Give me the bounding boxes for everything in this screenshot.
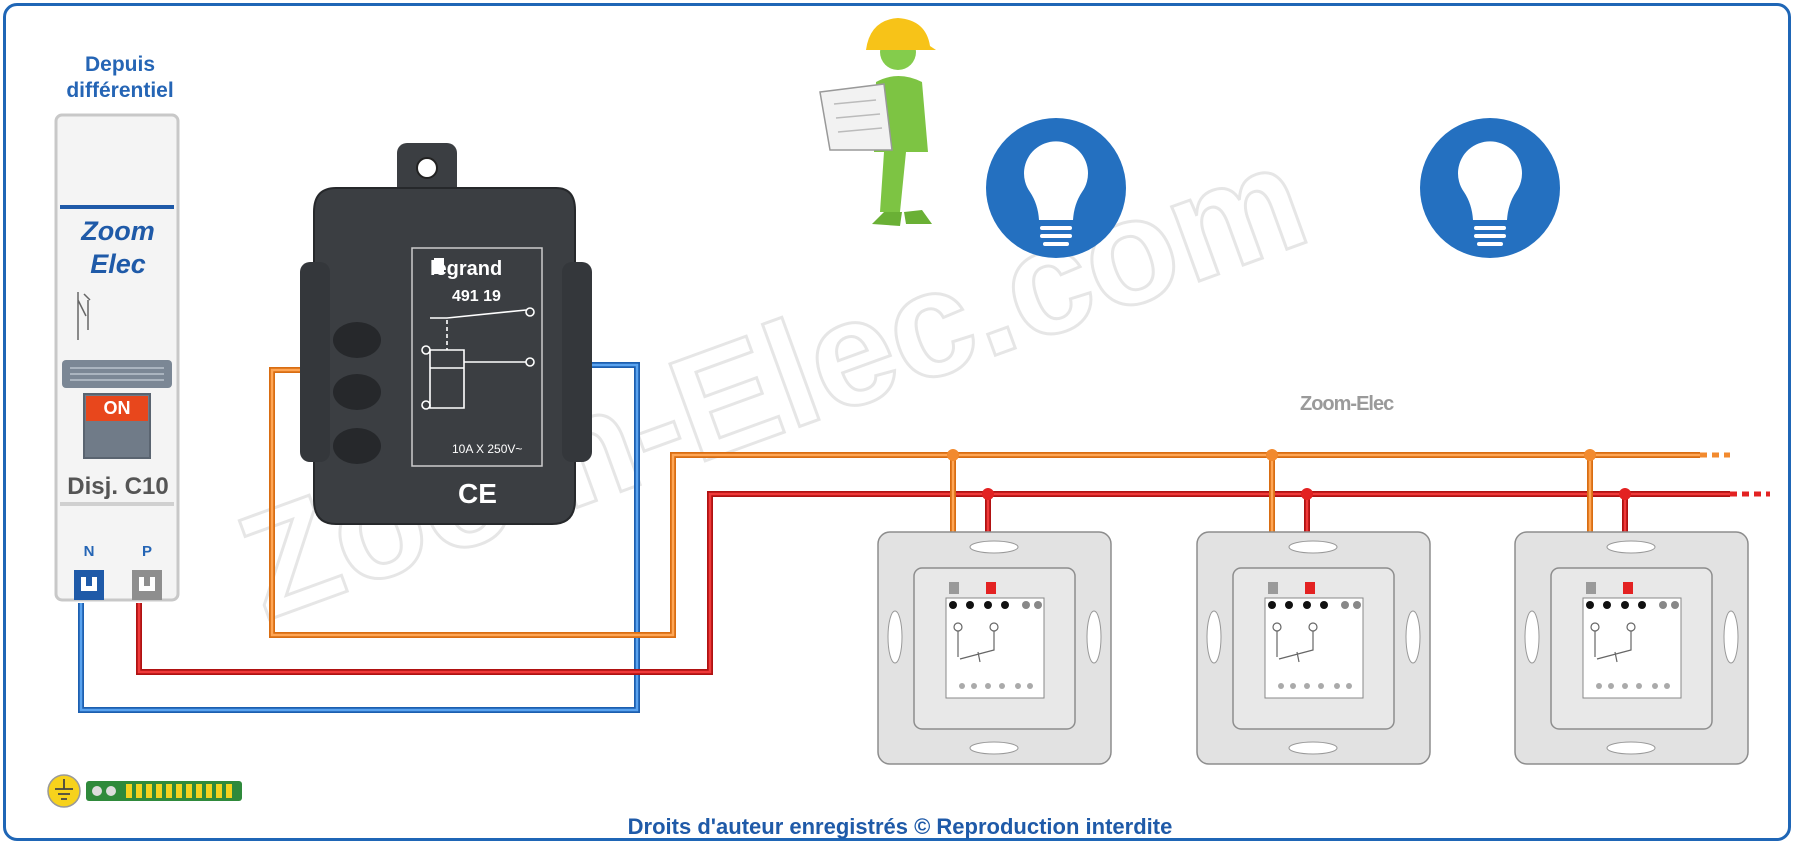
small-logo: Zoom-Elec (1300, 393, 1394, 415)
earth-icon (47, 774, 81, 808)
copyright-notice: Droits d'auteur enregistrés © Reproducti… (627, 814, 1173, 839)
relay-rating: 10A X 250V~ (452, 442, 523, 456)
earth-bar-slot (176, 784, 182, 798)
earth-bar-slot (126, 784, 132, 798)
earth-bar-slot (186, 784, 192, 798)
earth-bar-slot (136, 784, 142, 798)
terminal-label-p: P (141, 543, 152, 560)
pushbutton-3[interactable] (1514, 531, 1749, 765)
source-label: Depuis différentiel (66, 53, 174, 102)
earth-bar (47, 774, 242, 808)
neutral-wire (78, 362, 640, 713)
circuit-breaker (54, 113, 180, 602)
lamp-1-icon (986, 118, 1126, 258)
pushbutton-2[interactable] (1196, 531, 1431, 765)
earth-bar-slot (146, 784, 152, 798)
worker-icon (819, 18, 936, 226)
breaker-symbol-icon (77, 292, 91, 340)
earth-bar-slot (156, 784, 162, 798)
pushbutton-1[interactable] (877, 531, 1112, 765)
junction-dots (947, 449, 1631, 500)
earth-bar-slot (196, 784, 202, 798)
lamp-2-icon (1420, 118, 1560, 258)
earth-bar-slot (206, 784, 212, 798)
impulse-relay (300, 143, 592, 525)
earth-bar-slot (166, 784, 172, 798)
terminal-label-n: N (83, 543, 95, 560)
relay-brand: legrand (430, 258, 503, 280)
diagram-frame (3, 3, 1791, 841)
relay-reference: 491 19 (452, 288, 501, 305)
breaker-rating: Disj. C10 (67, 473, 169, 500)
breaker-status: ON (103, 398, 131, 418)
relay-ce-mark: CE (458, 478, 497, 509)
earth-bar-slot (216, 784, 222, 798)
breaker-brand: Zoom Elec (81, 216, 155, 279)
earth-bar-slot (226, 784, 232, 798)
